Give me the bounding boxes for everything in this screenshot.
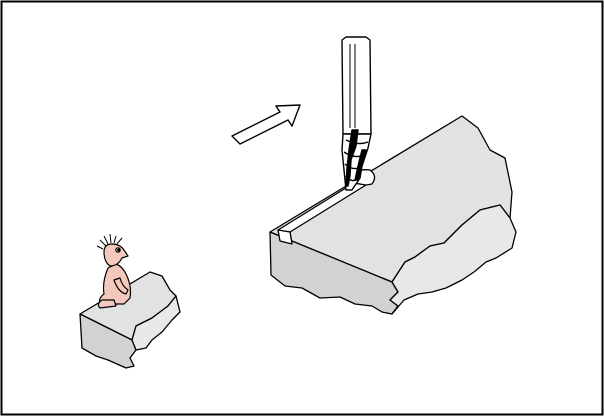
figure-foot <box>98 300 116 308</box>
tool-shank <box>342 37 371 134</box>
figure-pupil <box>118 249 120 251</box>
